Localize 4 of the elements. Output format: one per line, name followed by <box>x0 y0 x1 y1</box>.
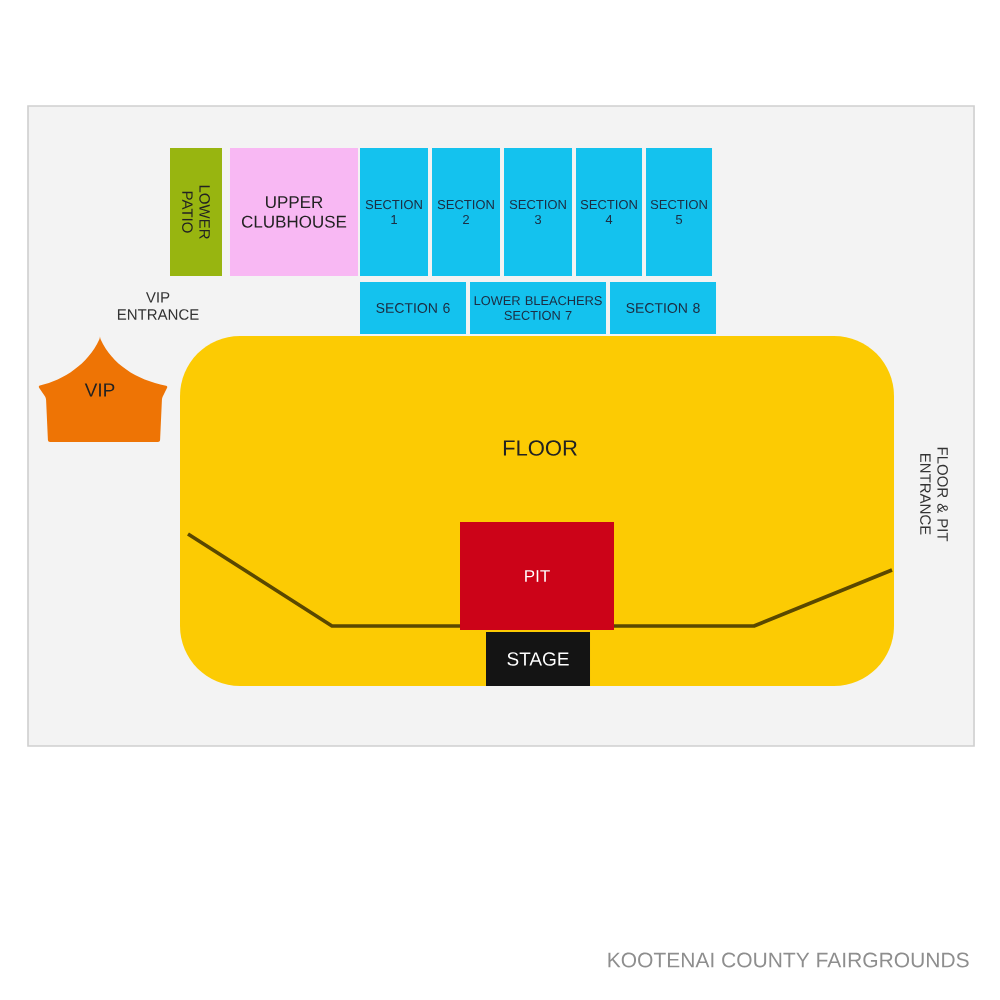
area-block: UPPER CLUBHOUSE <box>230 148 358 276</box>
stage-block: STAGE <box>486 632 590 686</box>
venue-name: KOOTENAI COUNTY FAIRGROUNDS <box>608 952 969 968</box>
pit-block: PIT <box>460 522 614 630</box>
